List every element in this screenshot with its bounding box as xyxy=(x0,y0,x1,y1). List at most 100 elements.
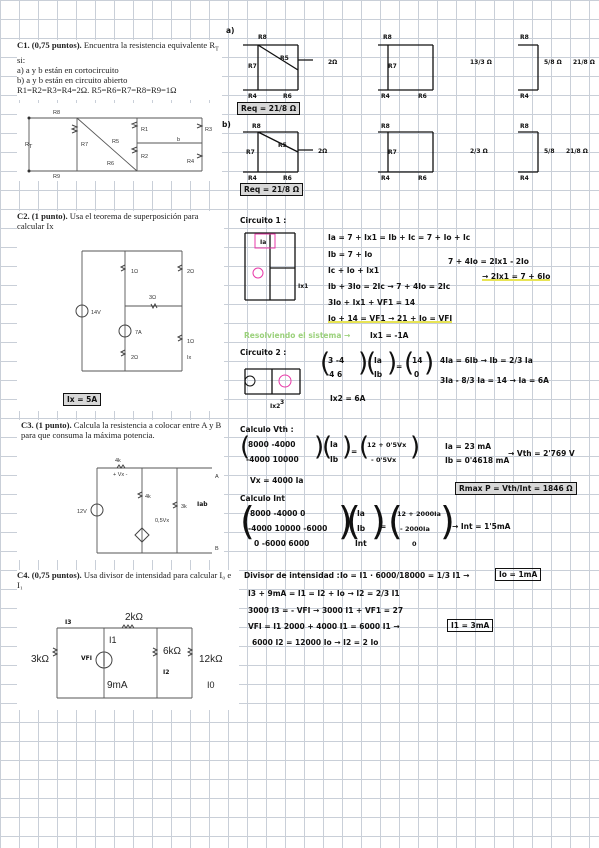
c1b-step-3: 5/8 xyxy=(544,148,555,155)
c1b-step-1: 2Ω xyxy=(318,148,327,155)
c2-answer: Ix = 5A xyxy=(63,393,102,406)
c4-label-1: 2kΩ xyxy=(125,612,144,623)
c4-label-6: 12kΩ xyxy=(199,654,223,665)
svg-text:R8: R8 xyxy=(383,34,392,41)
c1a-step-2: 13/3 Ω xyxy=(470,59,492,66)
svg-text:3: 3 xyxy=(280,399,284,406)
c2-label-8: Ix xyxy=(187,355,192,361)
svg-text:R8: R8 xyxy=(520,34,529,41)
c2-resolviendo: Resolviendo el sistema → xyxy=(244,331,351,340)
c2-label-4: 14V xyxy=(91,310,101,316)
c2-eq2b: 3Ia - 8/3 Ia = 14 → Ia = 6A xyxy=(440,376,549,385)
svg-text:R8: R8 xyxy=(520,123,529,130)
svg-text:Ix2: Ix2 xyxy=(270,403,280,410)
c3-label-8: B xyxy=(215,546,219,552)
c2-label-2: 2Ω xyxy=(187,269,194,275)
c4-div-eq: Io = I1 · 6000/18000 = 1/3 I1 → xyxy=(340,571,470,580)
c4-circuit-diagram: 2kΩ I1 3kΩ 9mA 6kΩ 12kΩ I0 I3 VFI I2 xyxy=(31,612,223,699)
c1-label-r4: R4 xyxy=(187,159,194,165)
svg-text:R: R xyxy=(25,142,29,148)
svg-text:R7: R7 xyxy=(388,149,397,156)
c1-label-r9: R9 xyxy=(53,174,60,180)
c3-matrix-1: ( 8000 -4000 -4000 10000 ) ( Ia Ib ) = (… xyxy=(240,432,421,464)
svg-text:R7: R7 xyxy=(388,63,397,70)
c2-statement: C2. (1 punto). Usa el teorema de superpo… xyxy=(17,211,199,231)
svg-text:R5: R5 xyxy=(278,142,287,149)
c1b-step-2: 2/3 Ω xyxy=(470,148,488,155)
c2-circuit1-sketch: Ia Ix1 xyxy=(244,232,308,301)
c1-label-r6: R6 xyxy=(107,161,114,167)
c1-label-r7: R7 xyxy=(81,142,88,148)
svg-text:R1: R1 xyxy=(141,127,148,133)
svg-text:R3: R3 xyxy=(205,127,212,133)
c1a-step-3: 5/8 Ω xyxy=(544,59,562,66)
c2-label-5: 7A xyxy=(135,330,142,336)
c3-vx: Vx = 4000 Ia xyxy=(250,476,304,485)
c1-question-panel: C1. (0,75 puntos). Encuentra la resisten… xyxy=(17,40,222,100)
svg-text:R6: R6 xyxy=(283,93,292,100)
c2-side1: 7 + 4Io = 2Ix1 - 2Io xyxy=(448,257,529,266)
c3-ia: Ia = 23 mA xyxy=(445,442,492,451)
svg-text:R4: R4 xyxy=(520,93,529,100)
c3-label-4: 4k xyxy=(145,494,151,500)
c4-label-5: 6kΩ xyxy=(163,646,182,657)
svg-text:R6: R6 xyxy=(418,175,427,182)
svg-text:R7: R7 xyxy=(246,149,255,156)
c3-calc-int: Calculo Int xyxy=(240,494,285,503)
svg-text:b: b xyxy=(177,137,180,143)
c2-eq2a: 4Ia = 6Ib → Ib = 2/3 Ia xyxy=(440,356,533,365)
c4-eq-c: VFI = I1 2000 + 4000 I1 = 6000 I1 → xyxy=(248,622,400,631)
c1a-step-4: 21/8 Ω xyxy=(573,59,595,66)
svg-text:R4: R4 xyxy=(248,93,257,100)
c4-io: Io = 1mA xyxy=(495,568,542,581)
c2-ix1: Ix1 = -1A xyxy=(370,331,409,340)
svg-text:R4: R4 xyxy=(381,175,390,182)
c3-vth: → Vth = 2'769 V xyxy=(508,449,575,458)
c4-eq-a: I3 + 9mA = I1 = I2 + Io → I2 = 2/3 I1 xyxy=(248,589,400,598)
svg-text:R8: R8 xyxy=(381,123,390,130)
c4-eq-d: 6000 I2 = 12000 Io → I2 = 2 Io xyxy=(252,638,379,647)
c4-label-3: 3kΩ xyxy=(31,654,50,665)
c1-req-b: Req = 21/8 Ω xyxy=(240,183,304,196)
c1-req-a: Req = 21/8 Ω xyxy=(237,102,301,115)
c1a-step-1: 2Ω xyxy=(328,59,337,66)
c1b-step-4: 21/8 Ω xyxy=(566,148,588,155)
svg-text:T: T xyxy=(29,144,33,150)
c4-label-4: 9mA xyxy=(107,680,128,691)
c4-divisor: Divisor de intensidad : xyxy=(244,571,340,580)
c3-matrix-2: ( 8000 -4000 0 -4000 10000 -6000 0 -6000… xyxy=(240,499,455,548)
svg-text:R7: R7 xyxy=(248,63,257,70)
svg-text:R8: R8 xyxy=(252,123,261,130)
svg-text:R8: R8 xyxy=(258,34,267,41)
c3-label-9: Iab xyxy=(197,501,208,508)
c3-ib: Ib = 0'4618 mA xyxy=(445,456,510,465)
c3-label-2: + Vx - xyxy=(113,472,128,478)
c2-matrix-2: ( 3 -4 -4 6 ) ( Ia Ib ) = ( 14 0 ) xyxy=(320,348,435,379)
c3-label-5: 0,5Vx xyxy=(155,518,169,524)
c2-label-3: 3Ω xyxy=(149,295,156,301)
c1-values: R1=R2=R3=R4=2Ω. R5=R6=R7=R8=R9=1Ω xyxy=(17,84,177,95)
c2-side2: → 2Ix1 = 7 + 6Io xyxy=(482,272,551,281)
c2-circuito1: Circuito 1 : xyxy=(240,216,287,225)
c3-rmax: Rmax P = Vth/Int = 1846 Ω xyxy=(455,482,577,495)
svg-text:R6: R6 xyxy=(283,175,292,182)
c1-label-a: a) xyxy=(226,26,235,35)
svg-text:R4: R4 xyxy=(520,175,529,182)
c4-label-9: VFI xyxy=(81,655,92,662)
c4-statement: C4. (0,75 puntos). Usa divisor de intens… xyxy=(17,570,232,590)
c3-label-3: 12V xyxy=(77,509,87,515)
c3-label-6: 3k xyxy=(181,504,187,510)
svg-text:R6: R6 xyxy=(418,93,427,100)
c3-int: → Int = 1'5mA xyxy=(452,522,511,531)
c3-calc-vth: Calculo Vth : xyxy=(240,425,294,434)
c4-label-10: I2 xyxy=(163,669,169,676)
c2-label-1: 1Ω xyxy=(131,269,138,275)
c2-label-6: 1Ω xyxy=(187,339,194,345)
c4-eq-b: 3000 I3 = - VFI → 3000 I1 + VF1 = 27 xyxy=(248,606,404,615)
c4-question-panel: C4. (0,75 puntos). Usa divisor de intens… xyxy=(17,570,239,710)
